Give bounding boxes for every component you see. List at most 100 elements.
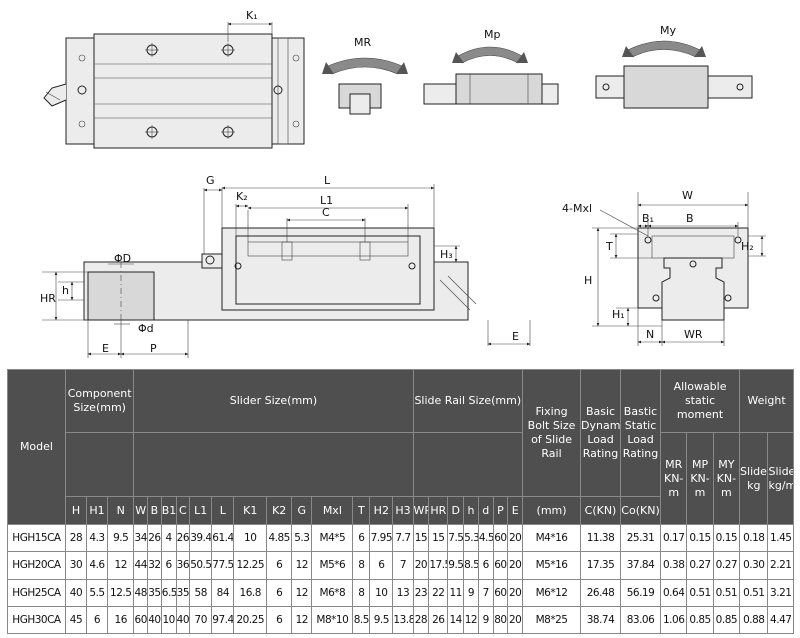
- model-cell: HGH25CA: [7, 578, 66, 607]
- table-cell: 40: [175, 605, 191, 635]
- label-t: T: [605, 240, 613, 253]
- spec-table: Model Component Size(mm) Slider Size(mm)…: [7, 369, 794, 635]
- table-cell: 20: [507, 605, 524, 635]
- table-cell: 6: [160, 551, 177, 580]
- table-cell: 0.27: [712, 551, 741, 580]
- label-wr: WR: [684, 328, 703, 341]
- table-cell: 56.19: [620, 578, 662, 607]
- header-slider-filler: [133, 432, 414, 497]
- table-cell: M6*8: [311, 578, 354, 607]
- table-cell: 15: [428, 523, 449, 553]
- table-cell: M4*16: [522, 523, 581, 553]
- table-cell: 1.06: [660, 605, 688, 635]
- table-cell: 39.4: [189, 523, 213, 553]
- label-e-left: E: [102, 342, 109, 355]
- table-cell: 4.85: [266, 523, 293, 553]
- header-mr: MR KN-m: [660, 432, 688, 525]
- label-n: N: [646, 328, 654, 341]
- header-unit-row: HH1NWBB1CL1LK1K2GMxlTH2H3WRHRDhdPE(mm)C(…: [8, 496, 794, 525]
- label-h2: H₂: [741, 240, 754, 253]
- table-cell: 6: [369, 551, 394, 580]
- label-g: G: [206, 174, 215, 187]
- table-cell: 9.5: [107, 523, 135, 553]
- side-view: G L K₂ L1 C H₃ ΦD h HR Φd E: [40, 174, 531, 358]
- table-cell: 48: [133, 578, 149, 607]
- table-cell: 37.84: [620, 551, 662, 580]
- table-cell: 3.21: [767, 578, 794, 607]
- table-cell: 20.25: [233, 605, 268, 635]
- table-cell: 0.51: [739, 578, 769, 607]
- model-cell: HGH15CA: [7, 523, 66, 553]
- table-cell: 12: [291, 605, 313, 635]
- top-view: K₁: [43, 9, 305, 149]
- label-my: My: [660, 24, 676, 37]
- label-hr: HR: [40, 292, 56, 305]
- table-cell: 0.27: [686, 551, 714, 580]
- table-cell: 7.7: [392, 523, 414, 553]
- label-phi-d-small: Φd: [138, 322, 154, 335]
- table-cell: 60: [492, 523, 509, 553]
- table-cell: 6: [266, 605, 293, 635]
- header-unit: T: [352, 496, 371, 525]
- table-cell: 0.38: [660, 551, 688, 580]
- table-cell: 4.3: [85, 523, 109, 553]
- label-p: P: [150, 342, 157, 355]
- header-my: MY KN-m: [712, 432, 741, 525]
- table-cell: 58: [189, 578, 213, 607]
- label-h-small: h: [62, 284, 69, 297]
- header-unit: WR: [412, 496, 430, 525]
- table-cell: 0.15: [712, 523, 741, 553]
- table-cell: 5.5: [85, 578, 109, 607]
- table-cell: 20: [412, 551, 430, 580]
- label-k1: K₁: [246, 9, 258, 22]
- table-cell: 12.25: [233, 551, 268, 580]
- table-cell: 20: [507, 523, 524, 553]
- table-cell: 11: [447, 578, 465, 607]
- header-unit: K2: [266, 496, 293, 525]
- header-mp: MP KN-m: [686, 432, 714, 525]
- header-unit: Mxl: [311, 496, 354, 525]
- table-cell: 34: [133, 523, 149, 553]
- table-cell: 20: [507, 551, 524, 580]
- table-cell: M6*12: [522, 578, 581, 607]
- label-h3: H₃: [440, 248, 453, 261]
- table-cell: 40: [147, 605, 162, 635]
- table-cell: 35: [147, 578, 162, 607]
- table-cell: 17.5: [428, 551, 449, 580]
- table-cell: 50.5: [189, 551, 213, 580]
- table-cell: 6: [266, 551, 293, 580]
- table-cell: 4: [160, 523, 177, 553]
- table-cell: 26: [175, 523, 191, 553]
- table-cell: 11.38: [579, 523, 622, 553]
- header-slider-weight: Slider kg: [739, 432, 769, 525]
- table-cell: M5*6: [311, 551, 354, 580]
- table-cell: 12: [107, 551, 135, 580]
- header-slider: Slider Size(mm): [133, 369, 414, 433]
- header-unit: C(KN): [579, 496, 622, 525]
- table-cell: 9: [463, 578, 479, 607]
- table-cell: 10: [233, 523, 268, 553]
- header-component-filler: [64, 432, 135, 497]
- header-unit: Co(KN): [620, 496, 662, 525]
- mr-moment-view: MR: [322, 36, 408, 115]
- label-e-right: E: [512, 330, 519, 343]
- table-cell: 7: [477, 578, 494, 607]
- header-model: Model: [7, 369, 66, 525]
- table-cell: 70: [189, 605, 213, 635]
- label-h1: H₁: [612, 308, 625, 321]
- table-cell: M8*10: [311, 605, 354, 635]
- table-cell: 9: [477, 605, 494, 635]
- table-cell: M5*16: [522, 551, 581, 580]
- table-cell: 12: [463, 605, 479, 635]
- table-cell: 12: [291, 578, 313, 607]
- table-cell: 35: [175, 578, 191, 607]
- header-weight: Weight: [739, 369, 794, 433]
- table-cell: 17.35: [579, 551, 622, 580]
- model-cell: HGH20CA: [7, 551, 66, 580]
- table-cell: 0.30: [739, 551, 769, 580]
- table-cell: 23: [412, 578, 430, 607]
- label-k2: K₂: [236, 190, 248, 203]
- table-cell: 4.47: [767, 605, 794, 635]
- table-cell: 28: [412, 605, 430, 635]
- table-cell: 12.5: [107, 578, 135, 607]
